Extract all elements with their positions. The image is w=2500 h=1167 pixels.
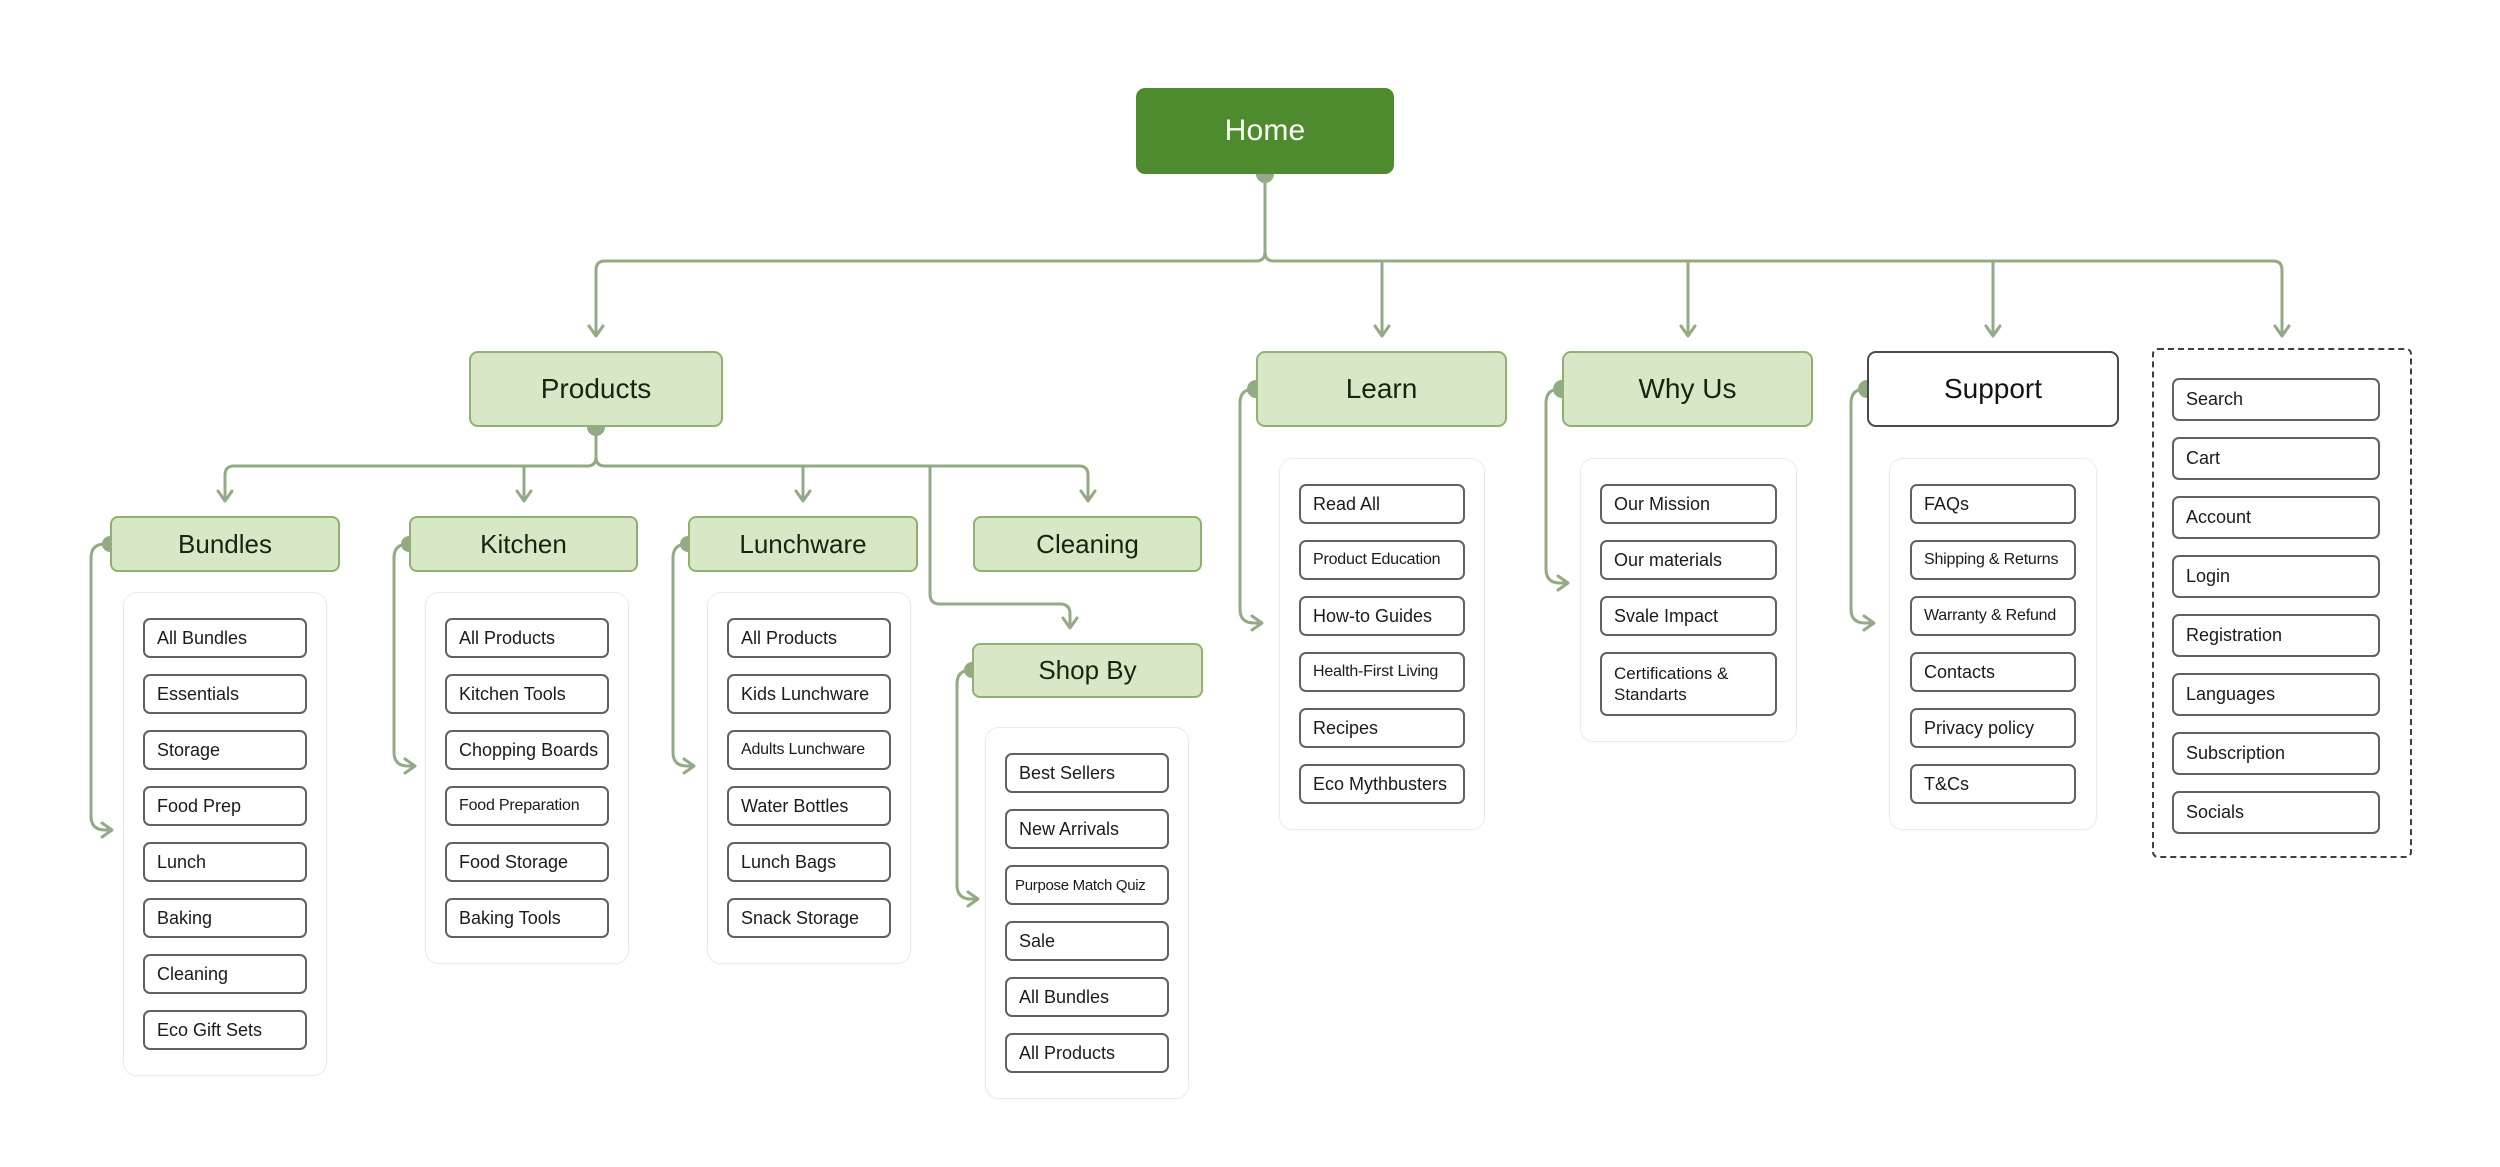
learn-item[interactable]: Eco Mythbusters [1299, 764, 1465, 804]
bundles-panel [123, 592, 327, 1076]
utility-item[interactable]: Login [2172, 555, 2380, 598]
wire-kitchen-panel [392, 542, 417, 775]
utility-item[interactable]: Subscription [2172, 732, 2380, 775]
wire-home-to-products [587, 172, 1267, 338]
node-bundles[interactable]: Bundles [110, 516, 340, 572]
support-item[interactable]: Warranty & Refund [1910, 596, 2076, 636]
shop-by-item[interactable]: Sale [1005, 921, 1169, 961]
node-kitchen[interactable]: Kitchen [409, 516, 638, 572]
shop-by-item[interactable]: All Products [1005, 1033, 1169, 1073]
lunchware-item[interactable]: All Products [727, 618, 891, 658]
support-item[interactable]: Privacy policy [1910, 708, 2076, 748]
support-item[interactable]: Contacts [1910, 652, 2076, 692]
wire-products-to-bundles [216, 425, 598, 503]
learn-item[interactable]: Read All [1299, 484, 1465, 524]
learn-item[interactable]: Product Education [1299, 540, 1465, 580]
kitchen-item[interactable]: Baking Tools [445, 898, 609, 938]
shop-by-item[interactable]: Purpose Match Quiz [1005, 865, 1169, 905]
utility-group [2152, 348, 2412, 858]
lunchware-item[interactable]: Lunch Bags [727, 842, 891, 882]
kitchen-item[interactable]: All Products [445, 618, 609, 658]
bundles-item[interactable]: Lunch [143, 842, 307, 882]
node-cleaning[interactable]: Cleaning [973, 516, 1202, 572]
why-us-item[interactable]: Our materials [1600, 540, 1777, 580]
bundles-item[interactable]: Storage [143, 730, 307, 770]
learn-item[interactable]: How-to Guides [1299, 596, 1465, 636]
node-support[interactable]: Support [1867, 351, 2119, 427]
kitchen-item[interactable]: Chopping Boards [445, 730, 609, 770]
utility-item[interactable]: Languages [2172, 673, 2380, 716]
lunchware-item[interactable]: Adults Lunchware [727, 730, 891, 770]
kitchen-item[interactable]: Food Storage [445, 842, 609, 882]
kitchen-item[interactable]: Kitchen Tools [445, 674, 609, 714]
wire-bundles-panel [89, 542, 114, 839]
why-us-item[interactable]: Certifications & Standarts [1600, 652, 1777, 716]
shop-by-item[interactable]: All Bundles [1005, 977, 1169, 1017]
shop-by-item[interactable]: Best Sellers [1005, 753, 1169, 793]
shop-by-item[interactable]: New Arrivals [1005, 809, 1169, 849]
node-learn[interactable]: Learn [1256, 351, 1507, 427]
bundles-item[interactable]: Baking [143, 898, 307, 938]
bundles-item[interactable]: Eco Gift Sets [143, 1010, 307, 1050]
kitchen-item[interactable]: Food Preparation [445, 786, 609, 826]
utility-item[interactable]: Search [2172, 378, 2380, 421]
wire-home-to-utility [1263, 172, 2291, 338]
support-item[interactable]: FAQs [1910, 484, 2076, 524]
bundles-item[interactable]: Essentials [143, 674, 307, 714]
utility-item[interactable]: Cart [2172, 437, 2380, 480]
utility-item[interactable]: Registration [2172, 614, 2380, 657]
wire-products-to-cleaning [594, 425, 1097, 503]
node-why-us[interactable]: Why Us [1562, 351, 1813, 427]
node-products[interactable]: Products [469, 351, 723, 427]
wire-lunchware-panel [671, 542, 696, 775]
why-us-item[interactable]: Our Mission [1600, 484, 1777, 524]
node-lunchware[interactable]: Lunchware [688, 516, 918, 572]
learn-item[interactable]: Recipes [1299, 708, 1465, 748]
bundles-item[interactable]: Food Prep [143, 786, 307, 826]
support-item[interactable]: T&Cs [1910, 764, 2076, 804]
node-shop-by[interactable]: Shop By [972, 643, 1203, 698]
bundles-item[interactable]: Cleaning [143, 954, 307, 994]
why-us-item[interactable]: Svale Impact [1600, 596, 1777, 636]
bundles-item[interactable]: All Bundles [143, 618, 307, 658]
learn-item[interactable]: Health-First Living [1299, 652, 1465, 692]
lunchware-item[interactable]: Water Bottles [727, 786, 891, 826]
wire-branch-shop-by [928, 464, 1079, 630]
utility-item[interactable]: Account [2172, 496, 2380, 539]
wire-learn-panel [1238, 387, 1264, 632]
node-home[interactable]: Home [1136, 88, 1394, 174]
lunchware-item[interactable]: Kids Lunchware [727, 674, 891, 714]
utility-item[interactable]: Socials [2172, 791, 2380, 834]
wire-shop-by-panel [955, 668, 980, 908]
lunchware-item[interactable]: Snack Storage [727, 898, 891, 938]
support-item[interactable]: Shipping & Returns [1910, 540, 2076, 580]
